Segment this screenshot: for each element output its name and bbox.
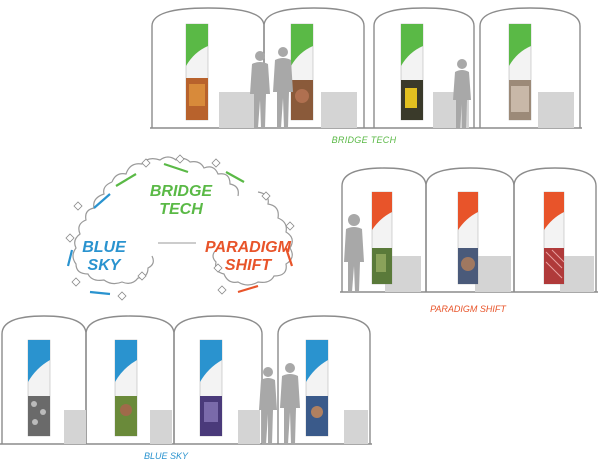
- person-silhouette-icon: [273, 47, 293, 128]
- person-silhouette-icon: [259, 367, 277, 444]
- banner-panel-icon: [371, 191, 393, 285]
- bridge-tech-banners: [185, 23, 532, 121]
- arched-booth-icon: [341, 167, 427, 292]
- arched-booth-icon: [85, 315, 175, 444]
- bridge-tech-caption: BRIDGE TECH: [332, 135, 397, 145]
- paradigm-shift-caption: PARADIGM SHIFT: [430, 304, 507, 314]
- person-silhouette-icon: [280, 363, 300, 444]
- floor-plan-bridge-line2: TECH: [159, 201, 203, 218]
- banner-panel-icon: [457, 191, 479, 285]
- arched-booth-icon: [425, 167, 515, 292]
- blue-sky-booth-row: [0, 315, 372, 445]
- arched-booth-icon: [373, 7, 475, 128]
- blue-sky-pedestals: [64, 410, 368, 444]
- paradigm-shift-floor-outline: [212, 191, 293, 286]
- floor-plan-paradigm-line2: SHIFT: [225, 257, 272, 274]
- arched-booth-icon: [263, 7, 365, 128]
- floor-plan: BRIDGE TECH BLUE SKY PARADIGM SHIFT: [65, 154, 295, 301]
- arched-booth-icon: [151, 7, 265, 128]
- arched-booth-icon: [277, 315, 371, 444]
- bridge-tech-visitors: [250, 47, 471, 128]
- blue-sky-banners: [27, 339, 329, 437]
- banner-panel-icon: [543, 191, 565, 285]
- banner-panel-icon: [114, 339, 138, 437]
- arched-booth-icon: [1, 315, 87, 444]
- paradigm-shift-visitors: [344, 214, 364, 292]
- arched-booth-icon: [173, 315, 263, 444]
- arched-booth-icon: [513, 167, 597, 292]
- paradigm-shift-banners: [371, 191, 565, 285]
- arched-booth-icon: [479, 7, 581, 128]
- floor-plan-paradigm-line1: PARADIGM: [205, 239, 292, 256]
- person-silhouette-icon: [453, 59, 471, 128]
- floor-plan-blue-line2: SKY: [88, 257, 122, 274]
- floor-plan-blue-line1: BLUE: [82, 239, 127, 256]
- banner-panel-icon: [290, 23, 314, 121]
- banner-panel-icon: [305, 339, 329, 437]
- banner-panel-icon: [27, 339, 51, 437]
- person-silhouette-icon: [250, 51, 270, 128]
- banner-panel-icon: [199, 339, 223, 437]
- banner-panel-icon: [508, 23, 532, 121]
- blue-sky-visitors: [259, 363, 300, 444]
- banner-panel-icon: [185, 23, 209, 121]
- floor-plan-bridge-line1: BRIDGE: [150, 183, 214, 200]
- paradigm-shift-booth-row: [340, 167, 598, 293]
- person-silhouette-icon: [344, 214, 364, 292]
- blue-sky-caption: BLUE SKY: [144, 451, 189, 461]
- banner-panel-icon: [400, 23, 424, 121]
